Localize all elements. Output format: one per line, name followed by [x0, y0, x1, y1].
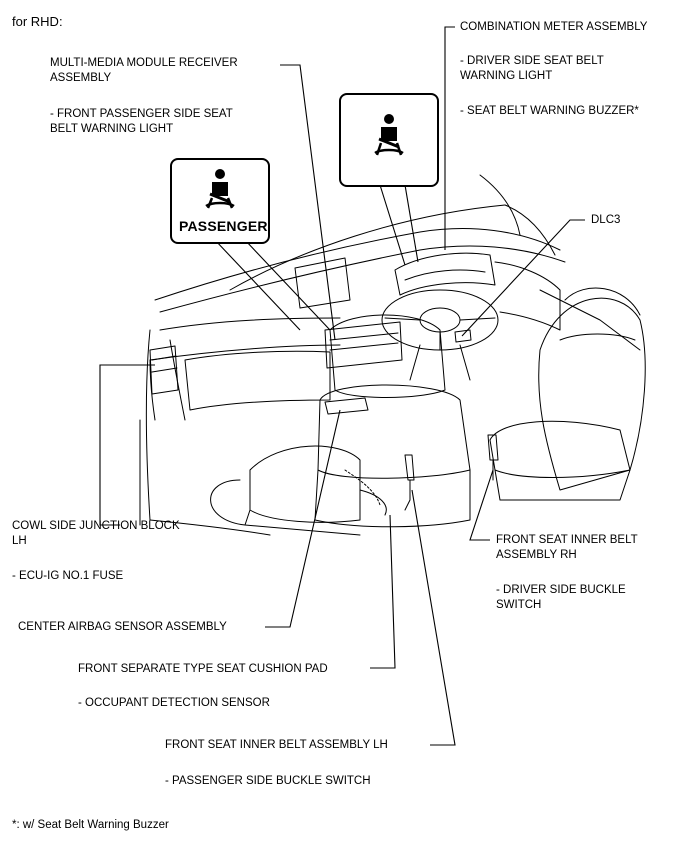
diagram-title: for RHD: [12, 14, 63, 29]
label-seat-belt-buzzer: - SEAT BELT WARNING BUZZER* [460, 105, 639, 117]
label-driver-belt-light: - DRIVER SIDE SEAT BELT WARNING LIGHT [460, 55, 604, 82]
label-inner-belt-lh: FRONT SEAT INNER BELT ASSEMBLY LH [165, 739, 388, 751]
label-center-airbag-sensor: CENTER AIRBAG SENSOR ASSEMBLY [18, 621, 227, 633]
label-multimedia-receiver: MULTI-MEDIA MODULE RECEIVER ASSEMBLY [50, 57, 238, 84]
label-seat-cushion-pad: FRONT SEPARATE TYPE SEAT CUSHION PAD [78, 663, 328, 675]
driver-seatbelt-indicator [339, 93, 439, 187]
label-passenger-belt-light: - FRONT PASSENGER SIDE SEAT BELT WARNING… [50, 108, 233, 135]
label-inner-belt-rh: FRONT SEAT INNER BELT ASSEMBLY RH [496, 534, 638, 561]
passenger-label: PASSENGER [179, 218, 268, 234]
footnote: *: w/ Seat Belt Warning Buzzer [12, 819, 169, 831]
label-passenger-buckle-switch: - PASSENGER SIDE BUCKLE SWITCH [165, 775, 371, 787]
label-combination-meter: COMBINATION METER ASSEMBLY [460, 21, 648, 33]
seatbelt-person-icon [374, 114, 404, 156]
label-dlc3: DLC3 [591, 214, 621, 226]
label-cowl-junction-block: COWL SIDE JUNCTION BLOCK LH [12, 520, 180, 547]
seatbelt-person-icon [205, 169, 235, 209]
label-occupant-detection-sensor: - OCCUPANT DETECTION SENSOR [78, 697, 270, 709]
label-driver-buckle-switch: - DRIVER SIDE BUCKLE SWITCH [496, 584, 626, 611]
label-ecu-ig-fuse: - ECU-IG NO.1 FUSE [12, 570, 124, 582]
passenger-seatbelt-indicator: PASSENGER [170, 158, 270, 244]
